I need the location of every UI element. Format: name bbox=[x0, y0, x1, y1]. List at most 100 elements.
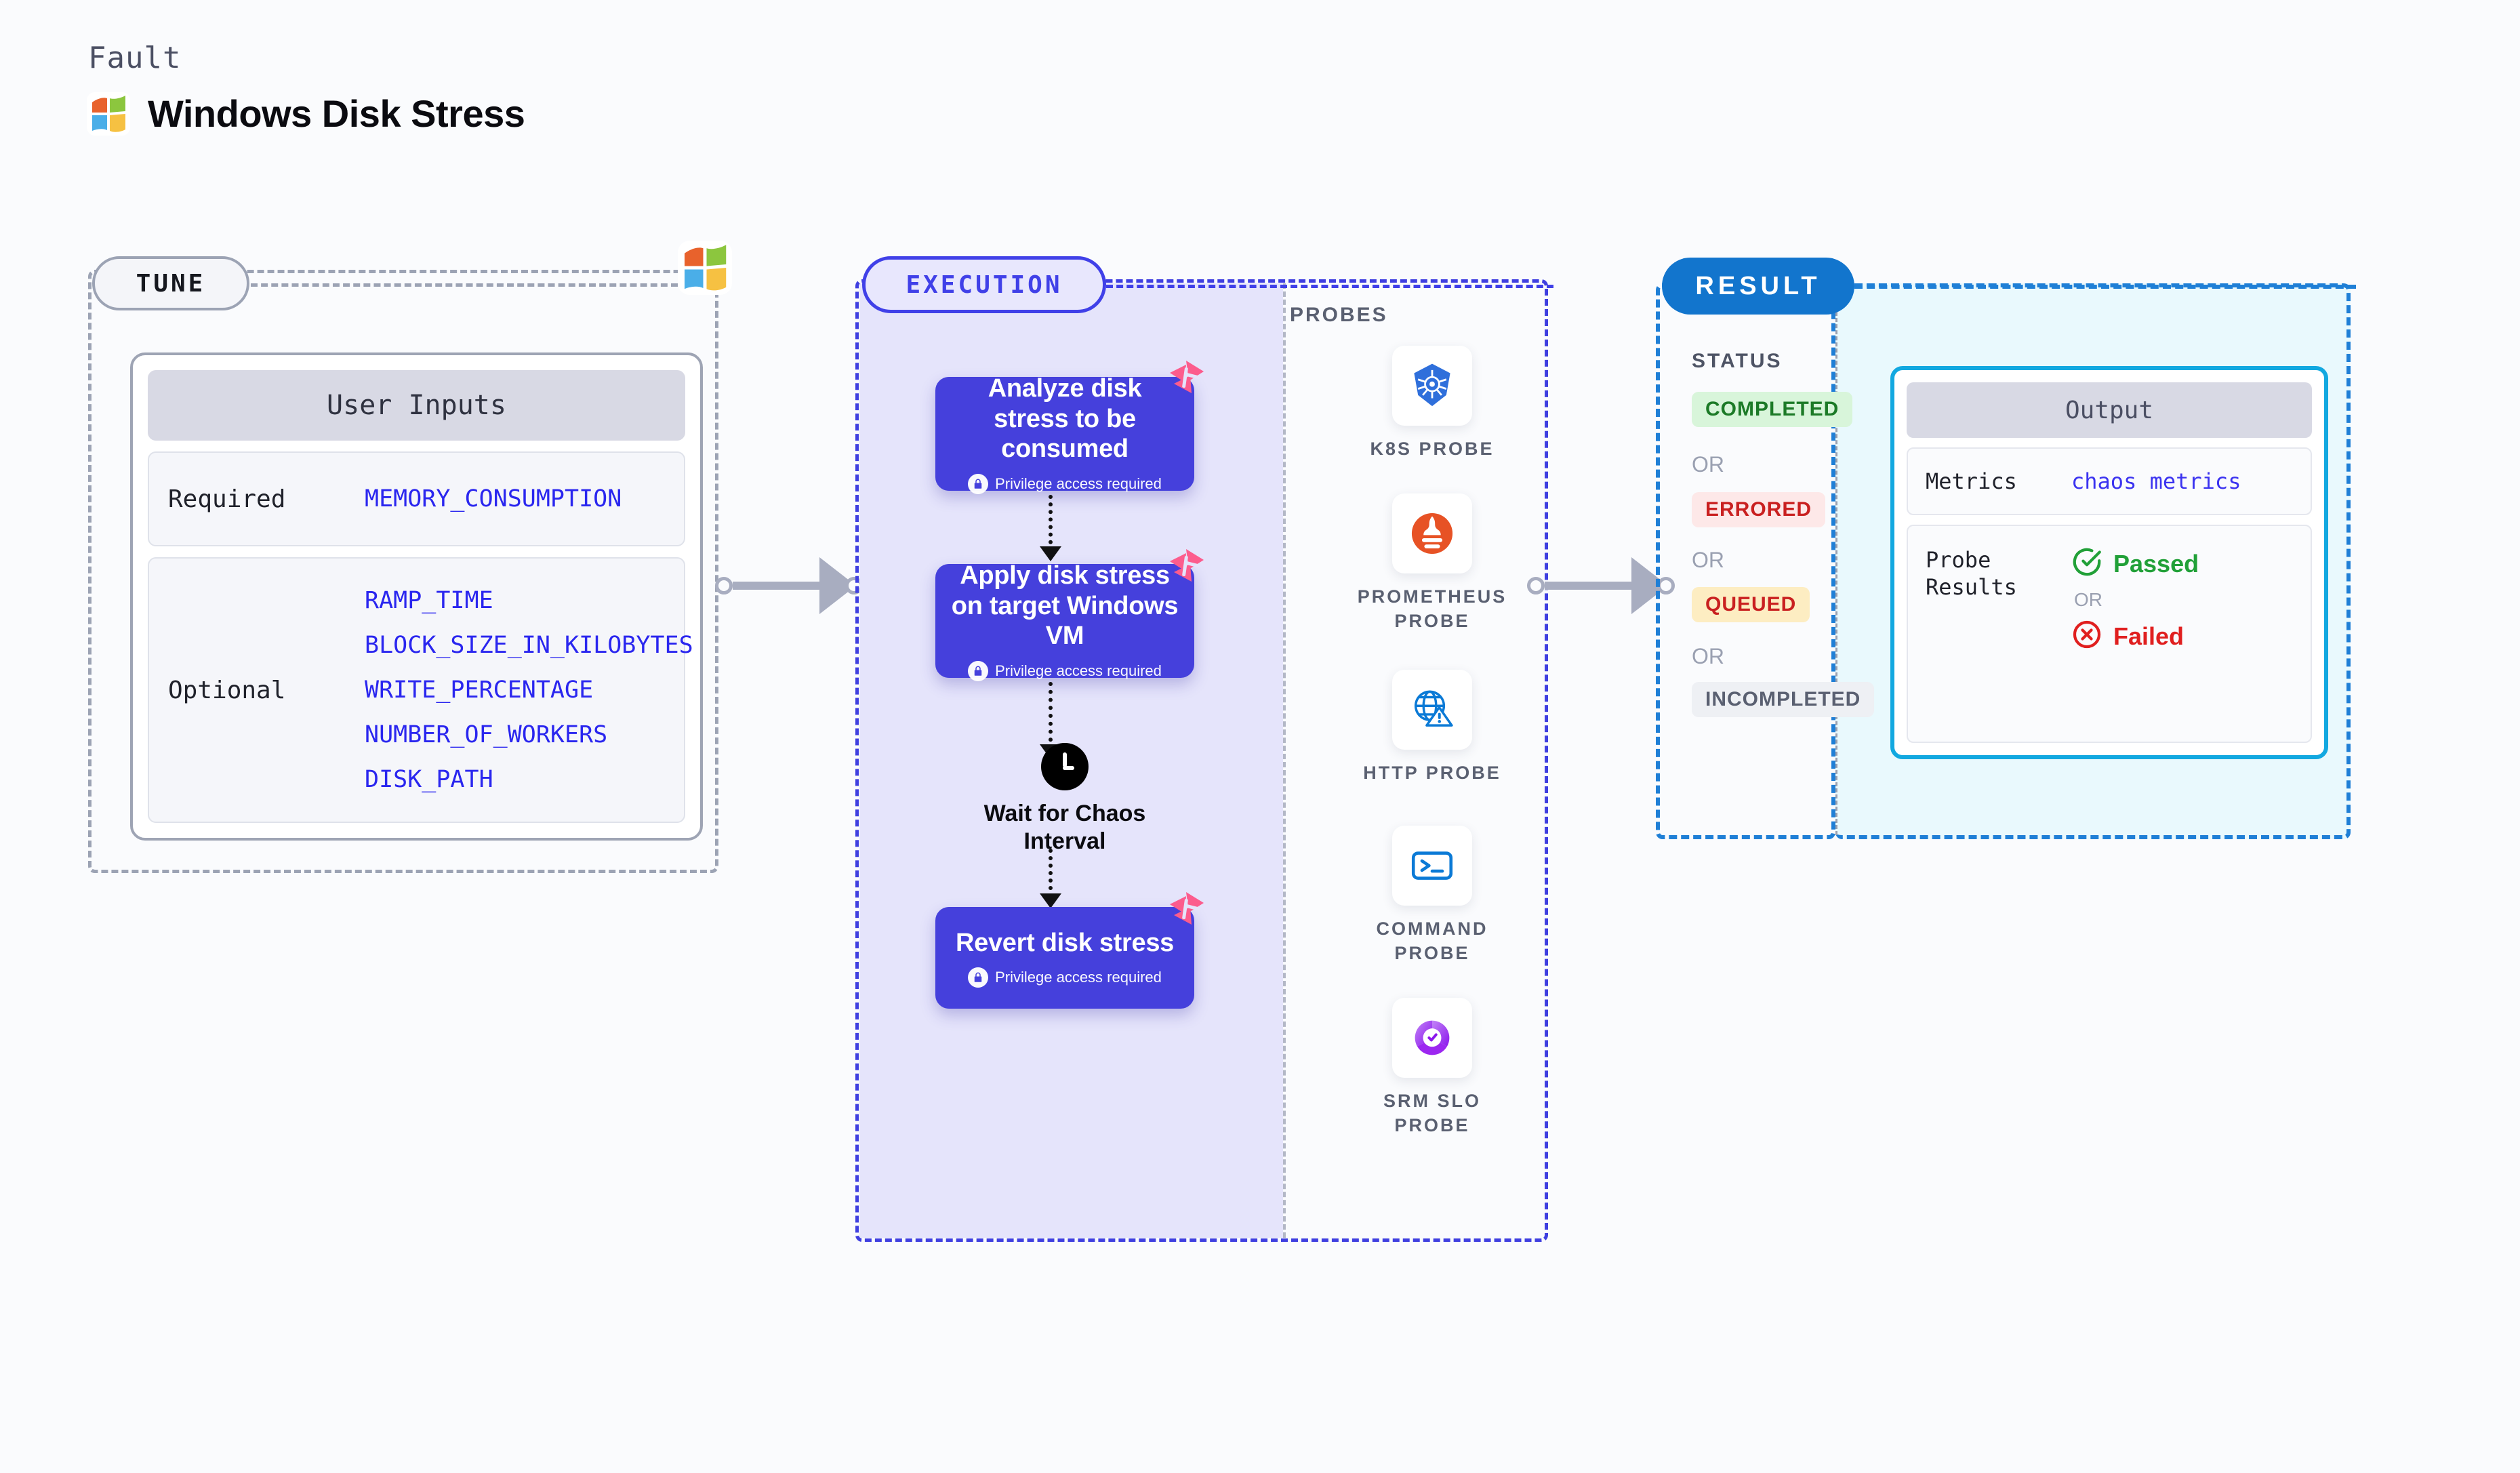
connector-execution-to-result bbox=[1527, 557, 1675, 614]
tune-pill-label: TUNE bbox=[92, 256, 249, 310]
srm-slo-icon bbox=[1392, 998, 1472, 1078]
execution-pill-label: EXECUTION bbox=[862, 256, 1106, 313]
result-inner-divider bbox=[1835, 287, 1837, 835]
litmus-chaos-icon bbox=[1164, 358, 1206, 400]
param-block-size-in-kilobytes[interactable]: BLOCK_SIZE_IN_KILOBYTES bbox=[365, 632, 693, 659]
probe-results-values: Passed OR Failed bbox=[2071, 546, 2199, 653]
passed-label: Passed bbox=[2113, 549, 2199, 578]
step-title: Apply disk stress on target Windows VM bbox=[951, 561, 1179, 651]
metrics-value[interactable]: chaos metrics bbox=[2071, 468, 2241, 494]
metrics-label: Metrics bbox=[1926, 468, 2017, 494]
result-pill-label: RESULT bbox=[1662, 258, 1854, 315]
connector-tune-to-execution bbox=[715, 557, 863, 614]
probe-results-row: Probe Results Passed OR bbox=[1907, 525, 2312, 743]
flow-arrow-2 bbox=[1049, 682, 1053, 750]
check-circle-icon bbox=[2071, 546, 2102, 581]
probes-column-divider bbox=[1283, 283, 1286, 1238]
probe-label: HTTP PROBE bbox=[1363, 763, 1501, 783]
execution-header-rule bbox=[1106, 285, 1553, 288]
execution-step-revert[interactable]: Revert disk stress Privilege access requ… bbox=[935, 907, 1194, 1009]
prometheus-icon bbox=[1392, 493, 1472, 573]
litmus-chaos-icon bbox=[1164, 889, 1206, 931]
http-globe-warning-icon bbox=[1392, 670, 1472, 750]
user-inputs-heading: User Inputs bbox=[148, 370, 685, 441]
required-label: Required bbox=[168, 485, 286, 513]
required-params-row: Required MEMORY_CONSUMPTION bbox=[148, 451, 685, 546]
privilege-note-label: Privilege access required bbox=[995, 662, 1162, 680]
probe-label: COMMAND PROBE bbox=[1376, 919, 1488, 964]
probe-item-prometheus[interactable]: PROMETHEUS PROBE bbox=[1351, 493, 1513, 634]
flow-arrow-1 bbox=[1049, 495, 1053, 552]
failed-label: Failed bbox=[2113, 622, 2184, 650]
wait-for-chaos-interval: Wait for Chaos Interval bbox=[935, 743, 1194, 855]
execution-step-analyze[interactable]: Analyze disk stress to be consumed Privi… bbox=[935, 374, 1194, 495]
status-badge-errored: ERRORED bbox=[1692, 492, 1826, 527]
privilege-note: Privilege access required bbox=[968, 661, 1162, 682]
probe-label: SRM SLO PROBE bbox=[1383, 1091, 1481, 1136]
connector-line bbox=[733, 582, 834, 590]
metrics-row: Metrics chaos metrics bbox=[1907, 447, 2312, 515]
output-card: Output Metrics chaos metrics Probe Resul… bbox=[1890, 366, 2328, 759]
probe-item-command[interactable]: COMMAND PROBE bbox=[1351, 826, 1513, 966]
user-inputs-card: User Inputs Required MEMORY_CONSUMPTION … bbox=[130, 352, 703, 841]
probe-item-k8s[interactable]: K8S PROBE bbox=[1351, 346, 1513, 461]
probe-result-failed: Failed bbox=[2071, 619, 2199, 653]
tune-panel bbox=[88, 270, 718, 873]
param-ramp-time[interactable]: RAMP_TIME bbox=[365, 587, 493, 614]
status-badge-queued: QUEUED bbox=[1692, 587, 1810, 622]
param-memory-consumption[interactable]: MEMORY_CONSUMPTION bbox=[365, 485, 622, 512]
tune-header-rule bbox=[251, 283, 678, 287]
connector-line bbox=[1545, 582, 1646, 590]
lock-icon bbox=[968, 967, 989, 988]
status-or-label: OR bbox=[1692, 452, 1724, 477]
lock-icon bbox=[968, 474, 989, 495]
probe-results-or-label: OR bbox=[2074, 589, 2102, 610]
param-write-percentage[interactable]: WRITE_PERCENTAGE bbox=[365, 677, 594, 704]
probe-label: PROMETHEUS PROBE bbox=[1357, 586, 1507, 632]
status-badge-incompleted: INCOMPLETED bbox=[1692, 682, 1875, 717]
optional-params-row: Optional RAMP_TIME BLOCK_SIZE_IN_KILOBYT… bbox=[148, 557, 693, 823]
privilege-note-label: Privilege access required bbox=[995, 969, 1162, 986]
status-or-label: OR bbox=[1692, 644, 1724, 668]
connector-start-dot bbox=[715, 577, 733, 594]
wait-label: Wait for Chaos Interval bbox=[983, 801, 1146, 854]
litmus-chaos-icon bbox=[1164, 546, 1206, 588]
fault-title-row: Windows Disk Stress bbox=[87, 92, 525, 136]
step-title: Analyze disk stress to be consumed bbox=[988, 374, 1142, 464]
privilege-note: Privilege access required bbox=[968, 967, 1162, 988]
probe-results-label: Probe Results bbox=[1926, 547, 2017, 600]
status-title: STATUS bbox=[1692, 350, 1783, 372]
step-title: Revert disk stress bbox=[955, 928, 1175, 957]
execution-panel bbox=[855, 279, 1548, 1242]
windows-logo-icon bbox=[87, 92, 130, 136]
execution-step-apply[interactable]: Apply disk stress on target Windows VM P… bbox=[935, 561, 1194, 682]
flow-arrowhead-3 bbox=[1040, 893, 1061, 908]
output-heading: Output bbox=[1907, 382, 2312, 438]
param-number-of-workers[interactable]: NUMBER_OF_WORKERS bbox=[365, 721, 608, 748]
lock-icon bbox=[968, 661, 989, 682]
terminal-icon bbox=[1392, 826, 1472, 906]
status-badge-completed: COMPLETED bbox=[1692, 392, 1853, 427]
privilege-note: Privilege access required bbox=[968, 474, 1162, 495]
probe-item-http[interactable]: HTTP PROBE bbox=[1351, 670, 1513, 785]
status-or-label: OR bbox=[1692, 548, 1724, 572]
flow-arrowhead-1 bbox=[1040, 546, 1061, 561]
windows-logo-icon bbox=[678, 241, 732, 298]
connector-start-dot bbox=[1527, 577, 1545, 594]
probe-item-srm-slo[interactable]: SRM SLO PROBE bbox=[1351, 998, 1513, 1138]
clock-icon bbox=[1041, 743, 1089, 790]
optional-label: Optional bbox=[168, 676, 286, 704]
privilege-note-label: Privilege access required bbox=[995, 475, 1162, 493]
probe-label: K8S PROBE bbox=[1370, 439, 1495, 459]
kubernetes-icon bbox=[1392, 346, 1472, 426]
page-title: Windows Disk Stress bbox=[148, 92, 525, 135]
probe-result-passed: Passed bbox=[2071, 546, 2199, 581]
param-disk-path[interactable]: DISK_PATH bbox=[365, 766, 493, 793]
required-values: MEMORY_CONSUMPTION bbox=[365, 485, 622, 512]
x-circle-icon bbox=[2071, 619, 2102, 653]
probes-title: PROBES bbox=[1290, 304, 1388, 326]
result-header-rule bbox=[1854, 285, 2356, 289]
fault-kicker-label: Fault bbox=[88, 41, 182, 75]
flow-arrow-3 bbox=[1049, 849, 1053, 897]
